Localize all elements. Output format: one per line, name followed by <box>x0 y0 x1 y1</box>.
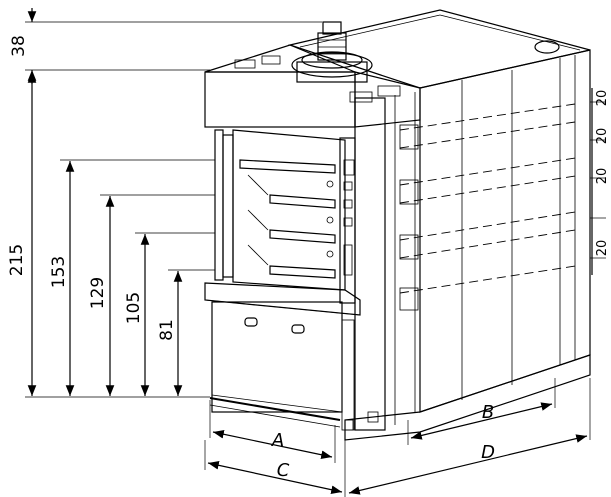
dim-label-b: B <box>482 402 494 423</box>
deck-gap-label-3: 20 <box>595 168 610 185</box>
dim-label-d: D <box>481 442 495 463</box>
deck-trays <box>239 159 336 279</box>
vertical-dimensions: 38 215 153 129 105 81 <box>7 8 322 398</box>
dim-label-129: 129 <box>88 277 108 309</box>
deck-spacing-dimensions: 20 20 20 20 <box>590 88 610 275</box>
deck-gap-label-1: 20 <box>595 90 610 107</box>
dim-label-c: C <box>277 460 290 481</box>
deck-gap-label-4: 20 <box>595 240 610 257</box>
dim-label-215: 215 <box>7 244 27 276</box>
deck-gap-label-2: 20 <box>595 128 610 145</box>
plan-dimensions: A C B D <box>204 378 591 497</box>
oven-body <box>204 9 591 441</box>
dim-label-81: 81 <box>157 319 177 341</box>
dim-label-a: A <box>271 430 284 451</box>
dim-label-153: 153 <box>49 256 69 288</box>
dim-label-38: 38 <box>9 35 29 57</box>
dim-label-105: 105 <box>124 292 144 324</box>
